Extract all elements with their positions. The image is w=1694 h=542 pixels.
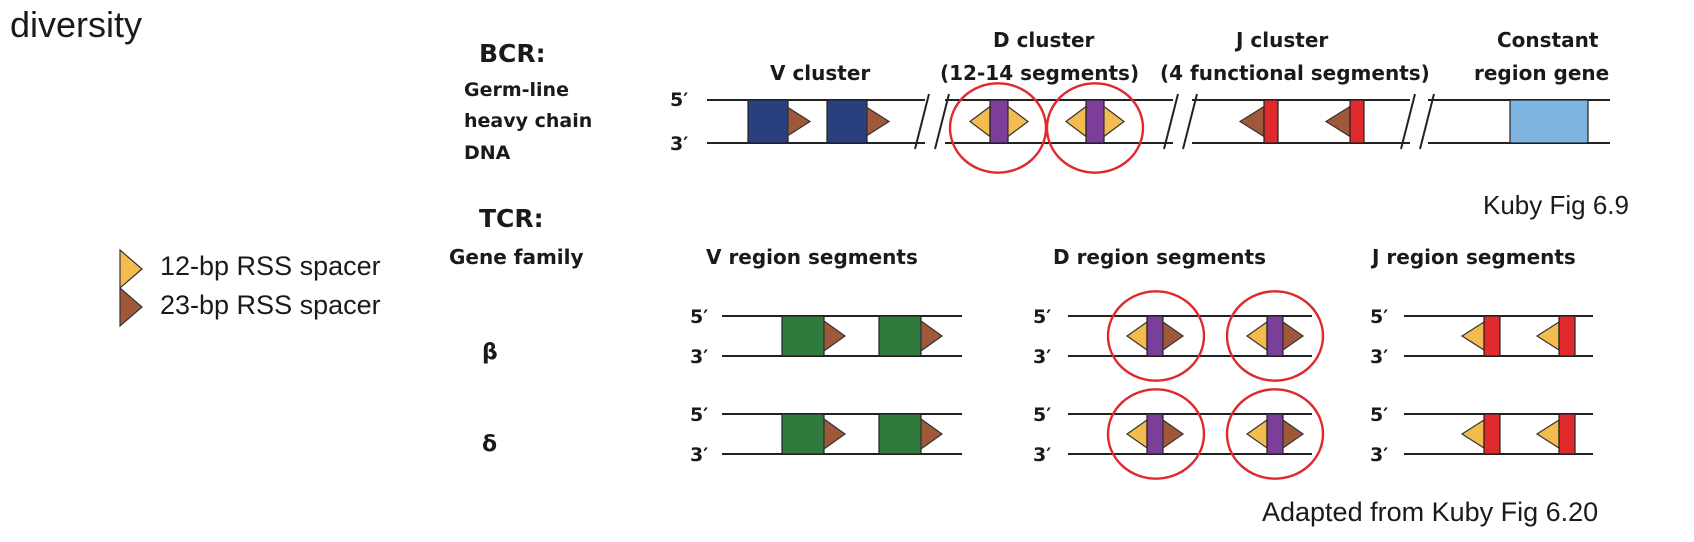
tcr-beta-d-segment-2 [1266,315,1284,357]
bcr-j-segment-1 [1263,99,1279,144]
bcr-j-segment-2-rss23 [1324,105,1351,138]
tcr-delta-d-segment-2 [1266,413,1284,455]
delta-label: δ [482,432,498,457]
tcr-delta-j-segment-1-rss12 [1460,418,1485,450]
bcr-heading: BCR: [479,39,546,68]
tcr-beta-d-segment-2-rss23 [1282,320,1305,352]
bcr-constant-segment [1509,99,1589,144]
bcr-citation: Kuby Fig 6.9 [1483,190,1629,220]
tcr-beta-j-segment-2 [1558,315,1576,357]
bcr-row-label-line1: Germ-line [464,79,569,101]
tcr-beta-v-segment-2 [878,315,922,357]
j-cluster-count: (4 functional segments) [1160,61,1430,85]
tcr-beta-d-segment-1-rss23 [1162,320,1185,352]
tcr-beta-j-5prime: 5′ [1370,306,1388,328]
tcr-delta-v-segment-1 [781,413,825,455]
legend-12bp-label: 12-bp RSS spacer [160,251,381,281]
tcr-delta-d-highlight-2 [1225,388,1325,480]
tcr-beta-d-highlight-2 [1225,290,1325,382]
bcr-break-slash-1b [1182,93,1198,150]
tcr-beta-v-segment-2-rss23 [920,319,944,353]
bcr-v-segment-1-rss23 [787,106,812,137]
tcr-delta-j-5prime: 5′ [1370,404,1388,426]
d-cluster-count: (12-14 segments) [940,61,1140,85]
tcr-delta-v-5prime: 5′ [690,404,708,426]
tcr-beta-v-segment-1-rss23 [823,319,847,353]
j-cluster-label: J cluster [1236,28,1329,52]
tcr-delta-v-segment-2 [878,413,922,455]
tcr-delta-v-3prime: 3′ [690,444,708,466]
j-region-header: J region segments [1372,245,1576,269]
tcr-delta-d-segment-1 [1146,413,1164,455]
bcr-3prime-label: 3′ [670,133,688,155]
slide-title-fragment: diversity [10,4,143,45]
tcr-beta-v-segment-1 [781,315,825,357]
tcr-delta-v-segment-2-rss23 [920,417,944,451]
tcr-beta-j-3prime: 3′ [1370,346,1388,368]
tcr-heading: TCR: [479,204,544,233]
legend-12bp-triangle [119,248,143,290]
d-region-header: D region segments [1053,245,1266,269]
bcr-row-label-line3: DNA [464,142,511,164]
bcr-v-segment-2-rss23 [866,106,891,137]
tcr-delta-d-3prime: 3′ [1033,444,1051,466]
tcr-delta-j-segment-2 [1558,413,1576,455]
tcr-delta-d-segment-2-rss12 [1245,418,1268,450]
bcr-v-segment-2 [826,99,868,144]
bcr-break-slash-2b [1419,93,1435,150]
tcr-beta-v-3prime: 3′ [690,346,708,368]
tcr-delta-j-segment-1 [1483,413,1501,455]
tcr-citation: Adapted from Kuby Fig 6.20 [1262,497,1599,527]
legend-23bp-label: 23-bp RSS spacer [160,290,381,320]
tcr-delta-v-segment-1-rss23 [823,417,847,451]
bcr-j-segment-2 [1349,99,1365,144]
tcr-beta-d-highlight-1 [1106,290,1206,382]
tcr-delta-d-segment-2-rss23 [1282,418,1305,450]
d-cluster-label: D cluster [993,28,1095,52]
v-region-header: V region segments [706,245,918,269]
tcr-beta-d-5prime: 5′ [1033,306,1051,328]
bcr-d-segment-1-rss12-right [1007,105,1029,138]
tcr-delta-d-5prime: 5′ [1033,404,1051,426]
constant-label-line1: Constant [1497,28,1599,52]
bcr-5prime-label: 5′ [670,89,688,111]
bcr-d-segment-2-rss12-left [1065,105,1087,138]
tcr-delta-d-highlight-1 [1106,388,1206,480]
gene-family-label: Gene family [449,245,584,269]
tcr-beta-d-3prime: 3′ [1033,346,1051,368]
tcr-beta-j-segment-1-rss12 [1460,320,1485,352]
constant-label-line2: region gene [1474,61,1610,85]
tcr-beta-d-segment-1-rss12 [1125,320,1148,352]
tcr-beta-v-5prime: 5′ [690,306,708,328]
tcr-beta-j-segment-2-rss12 [1535,320,1560,352]
tcr-delta-d-segment-1-rss12 [1125,418,1148,450]
bcr-d-segment-1 [989,99,1009,144]
tcr-beta-d-segment-2-rss12 [1245,320,1268,352]
tcr-delta-j-3prime: 3′ [1370,444,1388,466]
bcr-v-segment-1 [747,99,789,144]
bcr-j-segment-1-rss23 [1238,105,1265,138]
tcr-beta-j-segment-1 [1483,315,1501,357]
bcr-break-slash-1a [1163,93,1179,150]
tcr-delta-j-segment-2-rss12 [1535,418,1560,450]
tcr-beta-d-segment-1 [1146,315,1164,357]
bcr-d-segment-2-rss12-right [1103,105,1125,138]
legend-23bp-triangle [119,286,143,328]
beta-label: β [482,340,498,365]
v-cluster-label: V cluster [770,61,871,85]
bcr-break-slash-0a [914,93,930,150]
bcr-d-highlight-2 [1045,82,1145,174]
bcr-d-segment-1-rss12-left [969,105,991,138]
bcr-break-slash-2a [1400,93,1416,150]
tcr-delta-d-segment-1-rss23 [1162,418,1185,450]
bcr-d-segment-2 [1085,99,1105,144]
bcr-break-slash-0b [934,93,950,150]
bcr-row-label-line2: heavy chain [464,110,593,132]
